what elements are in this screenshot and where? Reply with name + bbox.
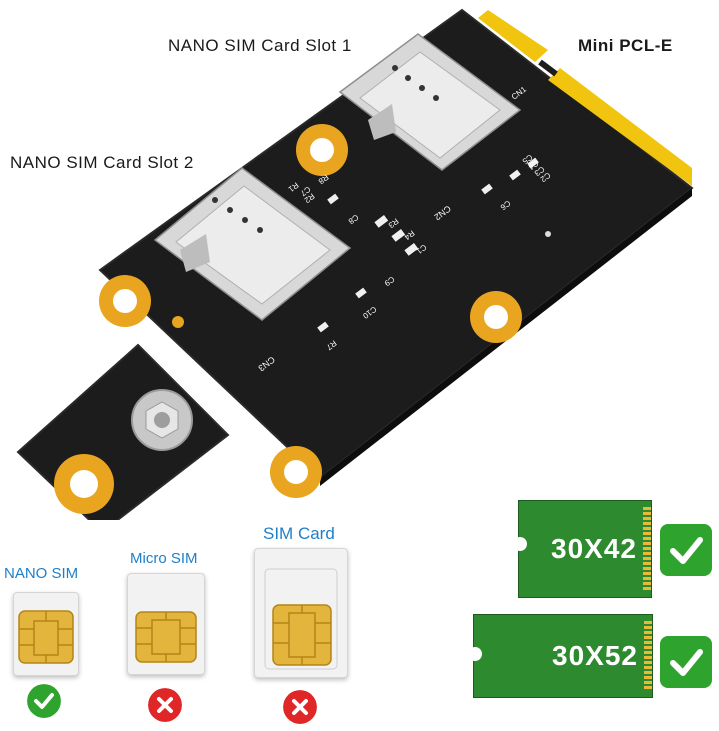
notch-icon (468, 647, 482, 661)
size-label-30x42: 30X42 (551, 533, 637, 564)
connector-fingers (478, 10, 692, 186)
slot2-label: NANO SIM Card Slot 2 (10, 153, 194, 172)
size-card-30x42: 30X42 (513, 500, 652, 598)
sim-chip-icon (135, 611, 197, 663)
sim-chip-icon (18, 610, 74, 664)
standoff-nut (131, 389, 193, 451)
mounting-holes (54, 124, 551, 514)
micro-sim-card (127, 573, 205, 675)
sim-label-micro: Micro SIM (130, 550, 198, 567)
size-label-30x52: 30X52 (552, 640, 638, 671)
sim-chip-icon (264, 568, 338, 670)
smd-components (317, 157, 539, 333)
check-icon (27, 684, 61, 718)
sim-slot-1 (338, 33, 522, 171)
sim-slot-2 (153, 167, 352, 321)
size-card-30x52: 30X52 (468, 614, 653, 698)
gold-fingers (643, 507, 651, 591)
standard-sim-card (254, 548, 348, 678)
board-tab (16, 343, 230, 520)
gold-fingers (644, 621, 652, 691)
sim-label-standard: SIM Card (263, 524, 335, 543)
notch-icon (513, 537, 527, 551)
adapter-board: CN1 CN2 CN3 R1 R2 R3 R4 R7 R8 C1 C2 C3 C… (16, 8, 694, 520)
check-icon (660, 524, 712, 576)
slot1-label: NANO SIM Card Slot 1 (168, 36, 352, 55)
sim-label-nano: NANO SIM (4, 565, 79, 582)
cross-icon (283, 690, 317, 724)
check-icon (660, 636, 712, 688)
cross-icon (148, 688, 182, 722)
connector-label: Mini PCL-E (578, 36, 673, 55)
nano-sim-card (13, 592, 79, 676)
